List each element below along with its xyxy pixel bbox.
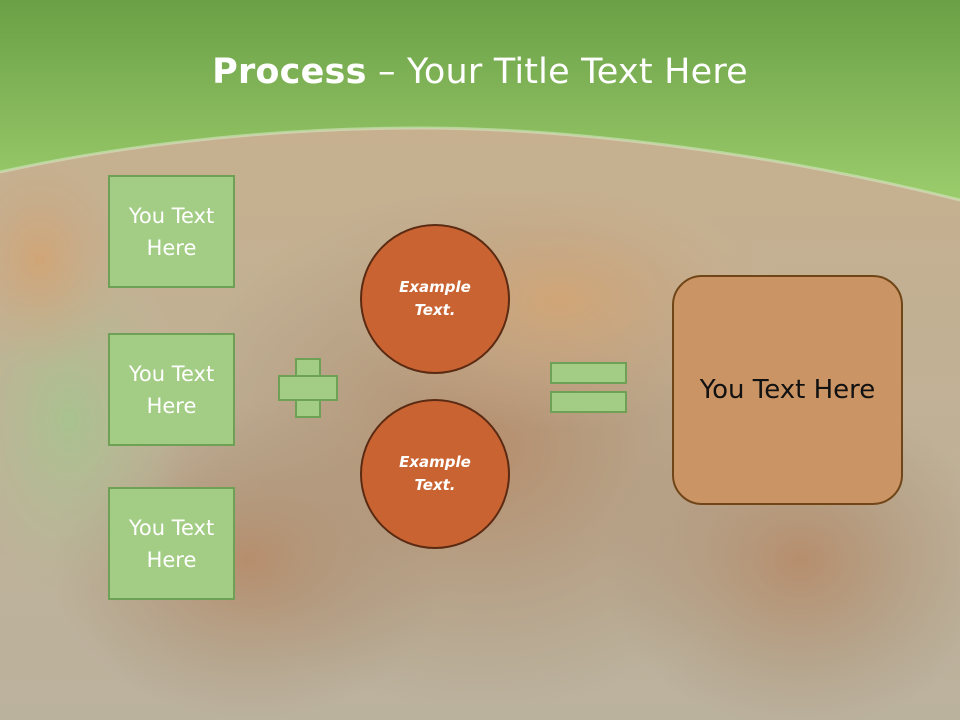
text-box-1[interactable]: You Text Here (108, 175, 235, 288)
result-box[interactable]: You Text Here (672, 275, 903, 505)
example-circle-2[interactable]: Example Text. (360, 399, 510, 549)
example-circle-1[interactable]: Example Text. (360, 224, 510, 374)
title-rest: – Your Title Text Here (366, 52, 748, 92)
title-bold: Process (212, 52, 367, 92)
page-title: Process – Your Title Text Here (0, 52, 960, 92)
text-box-2[interactable]: You Text Here (108, 333, 235, 446)
text-box-3[interactable]: You Text Here (108, 487, 235, 600)
